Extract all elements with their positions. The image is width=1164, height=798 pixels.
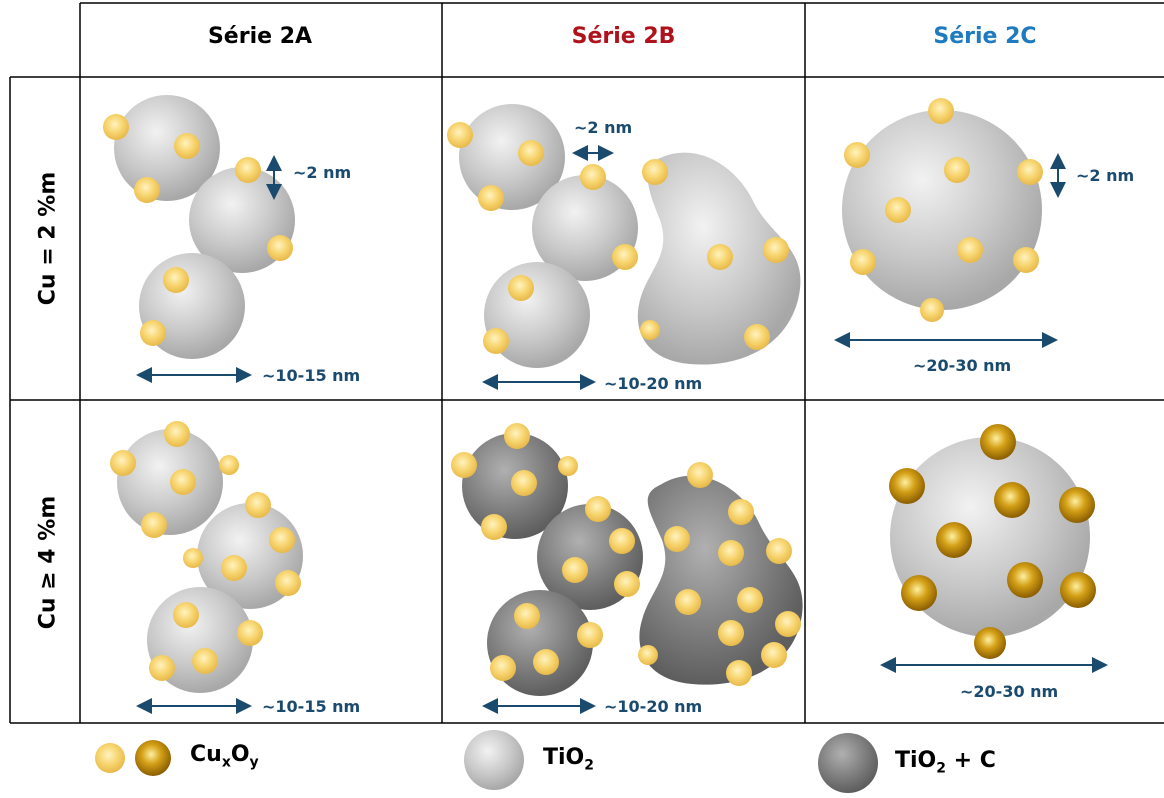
- legend-tio2c-base: TiO: [895, 748, 937, 773]
- cuxoy-clusters: [844, 98, 1043, 322]
- row-label-cu-2: Cu = 2 %m: [35, 171, 61, 306]
- cuxoy-clusters: [110, 421, 301, 681]
- legend-shapes: [95, 730, 878, 793]
- size-label-2c-bottom: ~20-30 nm: [960, 682, 1059, 701]
- legend-cuxoy-mid: O: [230, 742, 250, 767]
- legend-cuxoy-sub-y: y: [249, 754, 259, 771]
- size-label-2a-bottom: ~10-15 nm: [262, 697, 361, 716]
- legend-tio2-sub: 2: [584, 757, 594, 774]
- cell-2b-top: [447, 104, 801, 390]
- tio2-particle: [532, 175, 638, 281]
- cell-2c-bottom: [880, 424, 1108, 673]
- cell-2a-top: [103, 95, 295, 383]
- size-label-2c-top: ~20-30 nm: [913, 356, 1012, 375]
- legend-tio2c-icon: [818, 733, 878, 793]
- column-header-2a: Série 2A: [207, 24, 313, 49]
- legend-label-tio2: TiO2: [543, 745, 594, 773]
- cuxoy-clusters: [447, 122, 789, 354]
- legend-tio2c-sub: 2: [936, 760, 946, 777]
- column-header-2b: Série 2B: [571, 24, 676, 49]
- cell-2c-top: [834, 98, 1066, 348]
- legend-cuxoy-light-icon: [95, 743, 125, 773]
- legend-cuxoy-base: Cu: [190, 742, 222, 767]
- legend-tio2-base: TiO: [543, 745, 585, 770]
- cuxoy-clusters: [103, 114, 293, 346]
- table-grid: [9, 2, 1164, 724]
- tio2-particle: [459, 104, 565, 210]
- cell-2b-bottom: [451, 423, 803, 714]
- legend-tio2-icon: [464, 730, 524, 790]
- size-label-2b-top: ~10-20 nm: [604, 374, 703, 393]
- shell-label-2b: ~2 nm: [574, 118, 633, 137]
- size-label-2b-bottom: ~10-20 nm: [604, 697, 703, 716]
- legend-tio2c-suffix: + C: [946, 748, 996, 773]
- legend-label-tio2c: TiO2 + C: [895, 748, 996, 776]
- legend-cuxoy-sub-x: x: [221, 754, 231, 771]
- column-header-2c: Série 2C: [933, 24, 1037, 49]
- cell-2a-bottom: [110, 421, 303, 714]
- row-label-cu-4: Cu ≥ 4 %m: [35, 495, 61, 630]
- size-label-2a-top: ~10-15 nm: [262, 366, 361, 385]
- shell-label-2a: ~2 nm: [293, 163, 352, 182]
- legend-label-cuxoy: CuxOy: [190, 742, 259, 770]
- cuxoy-clusters: [451, 423, 801, 686]
- legend-cuxoy-dark-icon: [135, 740, 171, 776]
- tio2-particle: [114, 95, 220, 201]
- tio2-particle: [842, 110, 1042, 310]
- cuxoy-clusters: [889, 424, 1096, 659]
- shell-label-2c: ~2 nm: [1076, 166, 1135, 185]
